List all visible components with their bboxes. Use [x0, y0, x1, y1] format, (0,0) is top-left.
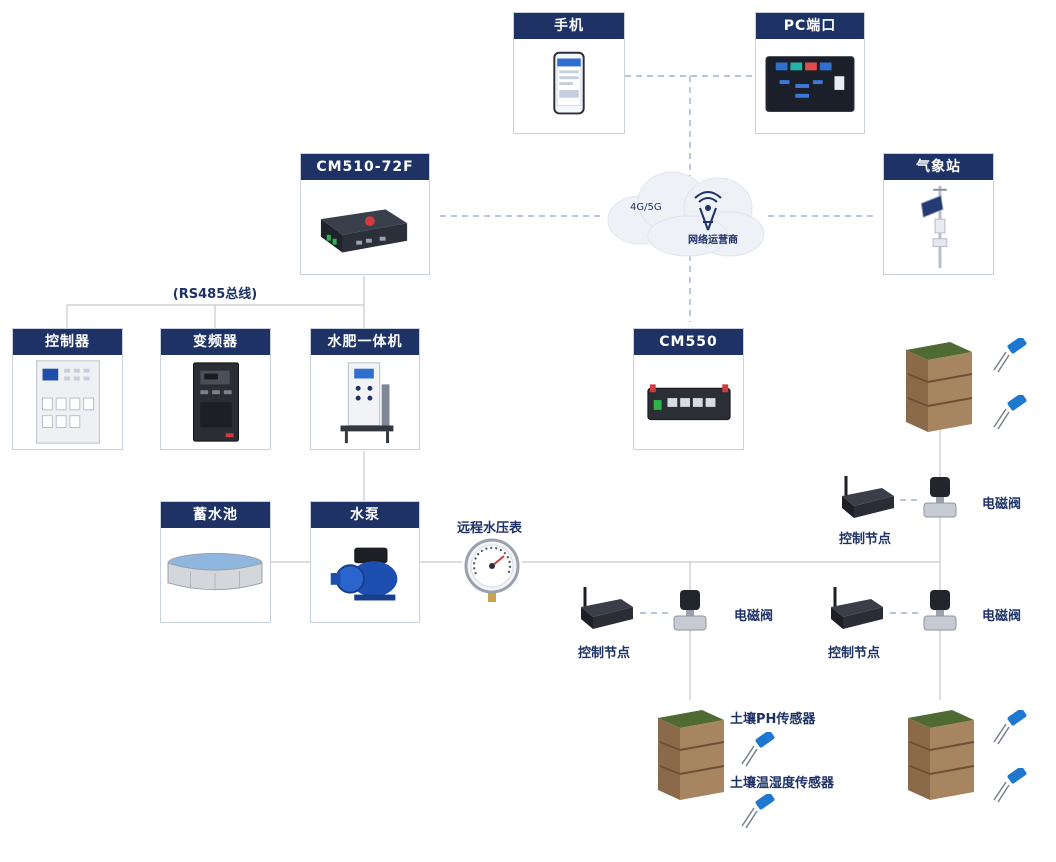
- pc-card-title: PC端口: [756, 13, 864, 39]
- router-icon: [647, 384, 731, 421]
- soil-block-icon: [658, 710, 725, 800]
- cm550-card[interactable]: CM550: [633, 328, 744, 450]
- pump-card-title: 水泵: [311, 502, 419, 528]
- soil-temp-humidity-label: 土壤温湿度传感器: [730, 776, 835, 791]
- solenoid-valve-icon: [923, 477, 957, 518]
- sensor-probe-icon: [993, 395, 1027, 430]
- cm550-card-title: CM550: [634, 329, 743, 355]
- wireless-node-icon: [842, 476, 894, 518]
- pump-card[interactable]: 水泵: [310, 501, 420, 623]
- sensor-probe-icon: [741, 794, 775, 829]
- phone-card-title: 手机: [514, 13, 624, 39]
- pool-card[interactable]: 蓄水池: [160, 501, 271, 623]
- weather-card-title: 气象站: [884, 154, 993, 180]
- valve-1-label: 电磁阀: [734, 609, 774, 624]
- phone-card[interactable]: 手机: [513, 12, 625, 134]
- pc-card[interactable]: PC端口: [755, 12, 865, 134]
- smartphone-icon: [553, 51, 585, 115]
- node-3-label: 控制节点: [838, 532, 892, 547]
- monitor-icon: [765, 56, 855, 112]
- node-2-label: 控制节点: [827, 646, 881, 661]
- wireless-node-icon: [581, 587, 633, 629]
- control-cabinet-icon: [36, 360, 100, 444]
- water-tank-icon: [167, 552, 263, 591]
- node-1-label: 控制节点: [577, 646, 631, 661]
- dtu-device-icon: [320, 209, 408, 253]
- dtu-card-title: CM510-72F DTU: [301, 154, 429, 201]
- cloud-operator-label: 网络运营商: [688, 235, 738, 246]
- fertigation-card[interactable]: 水肥一体机: [310, 328, 420, 450]
- sensor-probe-icon: [993, 710, 1027, 745]
- wireless-node-icon: [831, 587, 883, 629]
- fertigation-card-title: 水肥一体机: [311, 329, 419, 355]
- sensor-probe-icon: [741, 732, 775, 767]
- valve-2-label: 电磁阀: [982, 609, 1022, 624]
- inverter-card-title: 变频器: [161, 329, 270, 355]
- pool-card-title: 蓄水池: [161, 502, 270, 528]
- dtu-card[interactable]: CM510-72F DTU: [300, 153, 430, 275]
- inverter-card[interactable]: 变频器: [160, 328, 271, 450]
- pressure-meter-label: 远程水压表: [457, 521, 523, 536]
- solenoid-valve-icon: [673, 590, 707, 631]
- fertigation-machine-icon: [340, 362, 394, 444]
- signal-antenna-icon: [694, 191, 722, 231]
- pressure-gauge-icon: [464, 538, 520, 602]
- valve-3-label: 电磁阀: [982, 497, 1022, 512]
- soil-ph-label: 土壤PH传感器: [730, 712, 816, 727]
- weather-station-icon: [920, 185, 948, 269]
- cloud-network: [607, 171, 765, 257]
- bus-label: (RS485总线): [172, 287, 258, 302]
- cloud-network-label: 4G/5G: [630, 202, 662, 213]
- soil-block-icon: [908, 710, 975, 800]
- controller-card-title: 控制器: [13, 329, 122, 355]
- controller-card[interactable]: 控制器: [12, 328, 123, 450]
- soil-block-icon: [906, 342, 973, 432]
- sensor-probe-icon: [993, 338, 1027, 373]
- inverter-icon: [192, 362, 239, 442]
- solenoid-valve-icon: [923, 590, 957, 631]
- water-pump-icon: [330, 547, 398, 601]
- weather-card[interactable]: 气象站: [883, 153, 994, 275]
- sensor-probe-icon: [993, 768, 1027, 803]
